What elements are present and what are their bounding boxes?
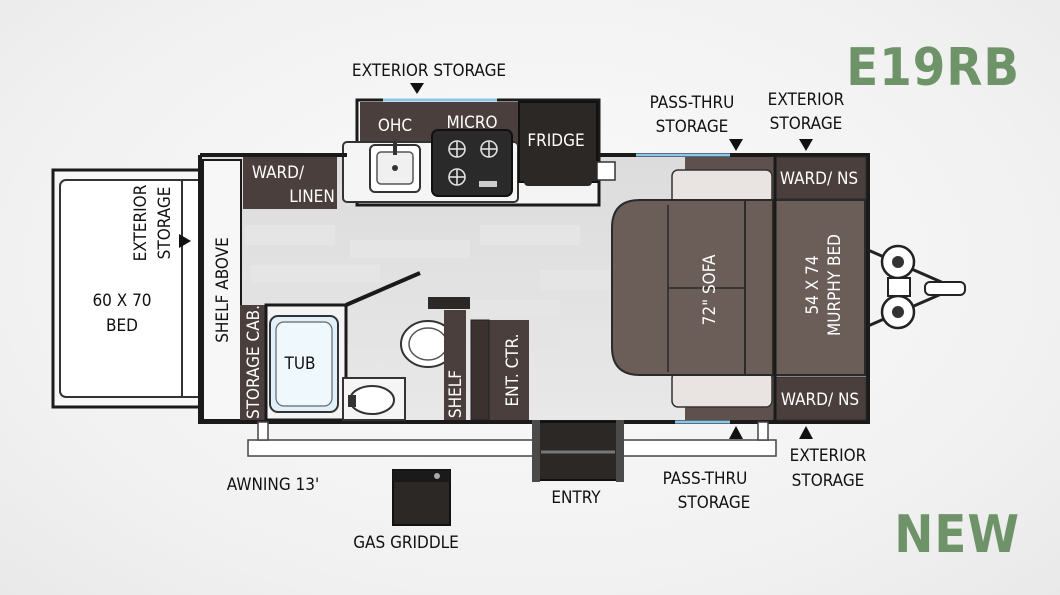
model-code: E19RB <box>846 38 1020 98</box>
storage-cabinet <box>240 305 266 420</box>
label-exterior-storage-bottom-2: STORAGE <box>792 471 865 491</box>
label-entry: ENTRY <box>551 488 601 508</box>
label-exterior-storage-left-2: STORAGE <box>155 187 175 260</box>
label-bed-1: 60 X 70 <box>92 291 151 311</box>
arrow-pass-thru-bottom <box>729 426 743 439</box>
arrow-ext-storage-right <box>799 139 813 151</box>
label-pass-thru-top-1: PASS-THRU <box>650 93 735 113</box>
exterior-wall <box>198 153 870 424</box>
label-exterior-storage-right-2: STORAGE <box>770 114 843 134</box>
label-ent-ctr: ENT. CTR. <box>503 333 523 406</box>
arrows <box>179 83 813 439</box>
label-ward-linen-2: LINEN <box>289 187 335 207</box>
awning <box>247 439 777 457</box>
label-shelf-above: SHELF ABOVE <box>213 237 233 343</box>
stove <box>431 129 513 197</box>
label-shelf: SHELF <box>446 370 466 418</box>
label-pass-thru-bottom-1: PASS-THRU <box>663 469 748 489</box>
label-bed-2: BED <box>106 316 138 336</box>
shelf-top <box>428 297 470 309</box>
label-storage-cab: STORAGE CAB. <box>244 305 264 419</box>
burners <box>448 140 498 186</box>
label-exterior-storage-top: EXTERIOR STORAGE <box>352 61 506 81</box>
label-ward-linen-1: WARD/ <box>252 163 305 183</box>
label-ward-ns-top: WARD/ NS <box>780 169 858 189</box>
ward-linen-cabinet <box>243 157 337 209</box>
label-pass-thru-top-2: STORAGE <box>656 117 729 137</box>
label-tub: TUB <box>283 354 315 374</box>
murphy-bed <box>774 199 866 376</box>
label-exterior-storage-left-1: EXTERIOR <box>131 184 151 261</box>
arrow-ext-storage-top <box>410 83 424 94</box>
sofa-arm-bottom <box>671 371 773 408</box>
label-murphy-2: MURPHY BED <box>825 234 845 336</box>
label-ward-ns-bottom: WARD/ NS <box>781 390 859 410</box>
label-murphy-1: 54 X 74 <box>803 255 823 314</box>
label-pass-thru-bottom-2: STORAGE <box>678 493 751 513</box>
shelf-above <box>202 159 242 421</box>
bath-sink <box>349 385 395 415</box>
bath-door <box>345 271 421 307</box>
label-exterior-storage-bottom-1: EXTERIOR <box>790 446 867 466</box>
hitch <box>867 244 966 330</box>
label-fridge: FRIDGE <box>527 131 584 151</box>
arrow-ext-storage-left <box>179 234 191 248</box>
label-gas-griddle: GAS GRIDDLE <box>353 533 459 553</box>
shelf-unit <box>444 310 466 420</box>
label-ohc: OHC <box>378 116 412 136</box>
new-badge: NEW <box>894 505 1020 565</box>
label-micro: MICRO <box>446 113 497 133</box>
label-sofa: 72" SOFA <box>700 254 720 325</box>
fridge <box>518 101 598 183</box>
arrow-ext-storage-bottom <box>799 426 813 439</box>
label-exterior-storage-right-1: EXTERIOR <box>768 90 845 110</box>
label-awning: AWNING 13' <box>227 475 319 495</box>
arrow-pass-thru-top <box>729 139 743 151</box>
